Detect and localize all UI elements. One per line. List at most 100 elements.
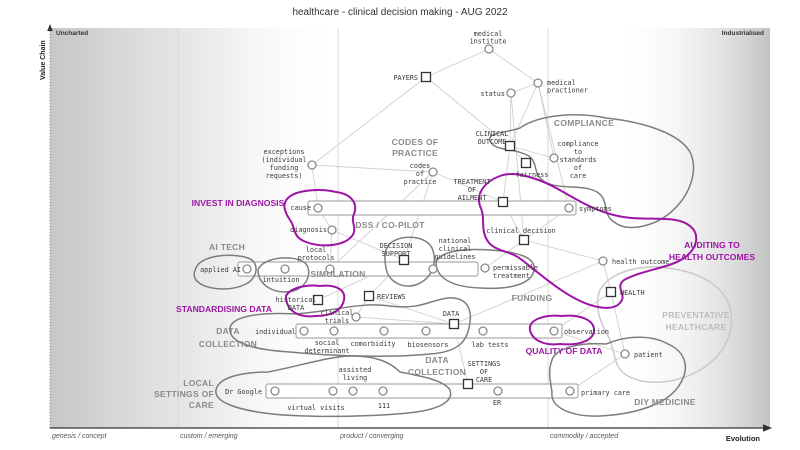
blob-invest-in-diagnosis	[283, 189, 357, 247]
node-social-determinant[interactable]	[329, 326, 339, 336]
blob-data-collection	[229, 297, 472, 357]
node-national-clinical-guidelines[interactable]	[428, 264, 438, 274]
node-medical-practioner[interactable]	[533, 78, 543, 88]
node-clinical-decision[interactable]	[518, 234, 530, 246]
node-treatment-of-ailment[interactable]	[497, 196, 509, 208]
label-dr-google: Dr Google	[225, 388, 262, 396]
industrialised-label: Industrialised	[722, 30, 764, 37]
evolution-label: Evolution	[726, 434, 761, 443]
node-health[interactable]	[605, 286, 617, 298]
label-health: HEALTH	[620, 289, 645, 297]
node-patient[interactable]	[620, 349, 630, 359]
annotation-invest-in-diagnosis: INVEST IN DIAGNOSIS	[192, 198, 285, 208]
node-observation[interactable]	[549, 326, 559, 336]
region-ai-tech: AI TECH	[209, 242, 245, 252]
label-primary-care: primary care	[581, 389, 630, 397]
label-comorbidity: comorbidity	[350, 340, 395, 348]
node-settings-of-care[interactable]	[462, 378, 474, 390]
blob-quality-of-data	[528, 314, 595, 346]
node-exceptions[interactable]	[307, 160, 317, 170]
label-diagnosis: diagnosis	[290, 226, 327, 234]
map-title: healthcare - clinical decision making - …	[292, 7, 508, 18]
node-dr-google[interactable]	[270, 386, 280, 396]
node-medical-institute[interactable]	[484, 44, 494, 54]
node-applied-ai[interactable]	[242, 264, 252, 274]
region-diy-medicine: DIY MEDICINE	[634, 397, 696, 407]
annotation-standardising-data: STANDARDISING DATA	[176, 304, 272, 314]
label-status: status	[480, 90, 505, 98]
label-reviews: REVIEWS	[377, 293, 406, 301]
node-diagnosis[interactable]	[327, 225, 337, 235]
node-symptoms[interactable]	[564, 203, 574, 213]
relationship-edges	[311, 48, 626, 392]
annotation-quality-of-data: QUALITY OF DATA	[526, 346, 603, 356]
label-cause: cause	[291, 204, 311, 212]
blob-diy-medicine	[548, 336, 687, 417]
node-fairness[interactable]	[520, 157, 532, 169]
stage-product: product / converging	[339, 433, 404, 440]
label-er: ER	[493, 399, 502, 407]
label-observation: observation	[564, 328, 609, 336]
node-permissable-treatment[interactable]	[480, 263, 490, 273]
node-health-outcome[interactable]	[598, 256, 608, 266]
blob-applied-ai	[193, 254, 257, 290]
node-codes-of-practice[interactable]	[428, 167, 438, 177]
blob-standardising-data	[285, 284, 346, 318]
blob-decision-support	[384, 236, 436, 287]
blob-preventative-healthcare	[596, 266, 733, 383]
node-intuition[interactable]	[280, 264, 290, 274]
node-cause[interactable]	[313, 203, 323, 213]
label-fairness: fairness	[516, 171, 549, 179]
node-lab-tests[interactable]	[478, 326, 488, 336]
label-biosensors: biosensors	[408, 341, 449, 349]
label-individual: individual	[255, 328, 296, 336]
bar-cause-symptoms-pipeline[interactable]	[307, 200, 577, 216]
uncharted-label: Uncharted	[56, 30, 88, 37]
label-lab-tests: lab tests	[472, 341, 509, 349]
node-comorbidity[interactable]	[379, 326, 389, 336]
node-data-upper[interactable]	[448, 318, 460, 330]
node-payers[interactable]	[420, 71, 432, 83]
node-clinical-trials[interactable]	[351, 312, 361, 322]
stage-dividers	[177, 28, 549, 428]
value-chain-label: Value Chain	[40, 40, 47, 80]
node-historical-data[interactable]	[312, 294, 324, 306]
node-decision-support[interactable]	[398, 254, 410, 266]
label-111: 111	[378, 402, 390, 410]
node-er[interactable]	[493, 386, 503, 396]
bar-settings-of-care-pipeline[interactable]	[265, 383, 579, 399]
node-compliance-to-standards[interactable]	[549, 153, 559, 163]
uncharted-shade	[50, 28, 345, 428]
node-biosensors[interactable]	[421, 326, 431, 336]
node-assisted-living[interactable]	[348, 386, 358, 396]
node-111[interactable]	[378, 386, 388, 396]
region-funding: FUNDING	[512, 293, 553, 303]
node-primary-care[interactable]	[565, 386, 575, 396]
bar-simulation-pipeline[interactable]	[237, 261, 479, 277]
stage-custom: custom / emerging	[180, 433, 238, 440]
y-axis-arrow-icon	[47, 24, 53, 31]
node-status[interactable]	[506, 88, 516, 98]
blob-intuition	[257, 257, 310, 293]
label-patient: patient	[634, 351, 663, 359]
node-clinical-outcome[interactable]	[504, 140, 516, 152]
stage-commodity: commodity / accepted	[550, 433, 619, 440]
node-local-protocols[interactable]	[325, 264, 335, 274]
node-reviews[interactable]	[363, 290, 375, 302]
region-dss-copilot: DSS / CO-PILOT	[355, 220, 425, 230]
stage-genesis: genesis / concept	[52, 433, 108, 440]
node-individual[interactable]	[299, 326, 309, 336]
node-virtual-visits[interactable]	[328, 386, 338, 396]
